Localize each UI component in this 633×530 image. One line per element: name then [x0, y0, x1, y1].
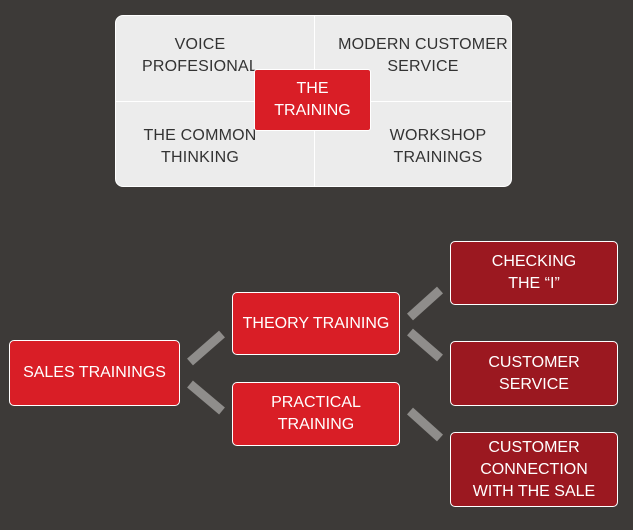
- quad-common-thinking: THE COMMON THINKING: [115, 101, 315, 187]
- quad-voice-profesional: VOICE PROFESIONAL: [115, 15, 315, 102]
- node-practical-training-label: PRACTICAL TRAINING: [271, 394, 361, 433]
- the-training-center: THE TRAINING: [254, 69, 371, 131]
- quad-common-thinking-label: THE COMMON THINKING: [143, 127, 257, 166]
- connector-theory-service: [407, 328, 443, 362]
- quad-modern-customer-service-label: MODERN CUSTOMER SERVICE: [338, 35, 508, 75]
- connector-root-practical: [187, 380, 225, 415]
- quad-workshop-trainings-label: WORKSHOP TRAININGS: [389, 127, 487, 166]
- node-theory-training: THEORY TRAINING: [232, 292, 400, 355]
- node-customer-service-label: CUSTOMER SERVICE: [488, 353, 580, 393]
- connector-root-theory: [187, 330, 225, 366]
- connector-theory-checking: [406, 286, 444, 321]
- node-checking-the-i-label: CHECKING THE “I”: [491, 253, 577, 292]
- node-customer-connection: CUSTOMER CONNECTION WITH THE SALE: [450, 432, 618, 507]
- connector-practical-connection: [406, 407, 444, 442]
- node-checking-the-i: CHECKING THE “I”: [450, 241, 618, 305]
- quad-voice-profesional-label: VOICE PROFESIONAL: [141, 35, 258, 75]
- node-sales-trainings-label: SALES TRAININGS: [23, 364, 166, 381]
- node-practical-training: PRACTICAL TRAINING: [232, 382, 400, 446]
- the-training-label: THE TRAINING: [274, 80, 351, 119]
- node-customer-connection-label: CUSTOMER CONNECTION WITH THE SALE: [472, 438, 596, 500]
- node-customer-service: CUSTOMER SERVICE: [450, 341, 618, 406]
- node-sales-trainings: SALES TRAININGS: [9, 340, 180, 406]
- node-theory-training-label: THEORY TRAINING: [242, 314, 390, 332]
